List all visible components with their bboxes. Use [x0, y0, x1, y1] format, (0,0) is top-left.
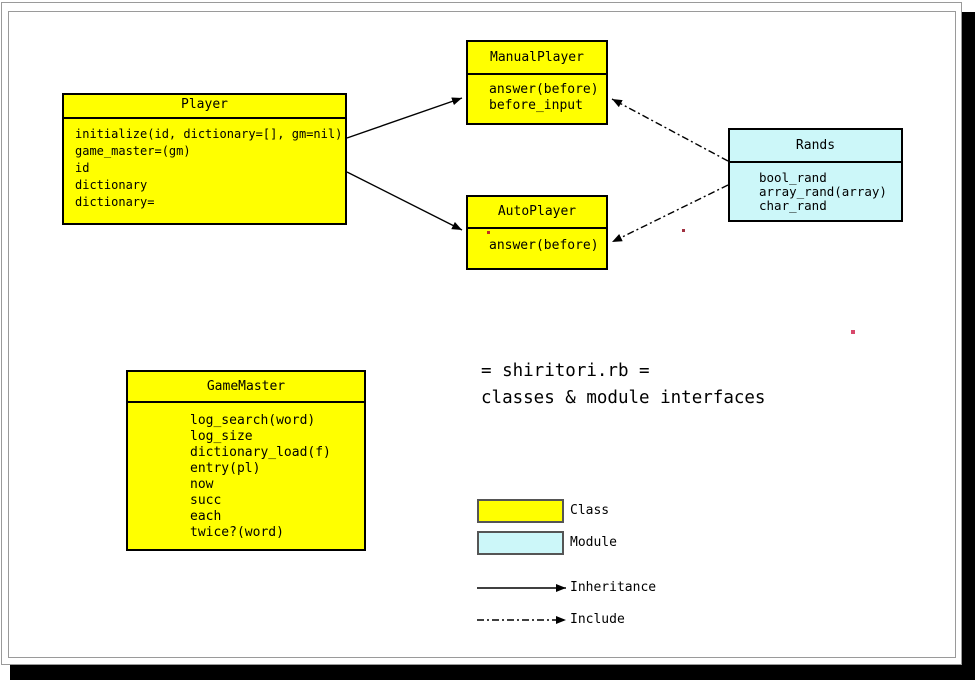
- class-box-player: Player initialize(id, dictionary=[], gm=…: [62, 93, 347, 225]
- legend-module-swatch: [477, 531, 564, 555]
- class-title: Player: [64, 95, 345, 119]
- method-label: before_input: [489, 98, 583, 113]
- method-label: array_rand(array): [759, 184, 887, 199]
- legend-inheritance-label: Inheritance: [570, 580, 657, 595]
- method-label: now: [190, 477, 214, 492]
- method-label: char_rand: [759, 198, 827, 213]
- class-methods: initialize(id, dictionary=[], gm=nil) ga…: [64, 119, 345, 211]
- class-methods: answer(before) before_input: [468, 75, 606, 114]
- module-box-rands: Rands bool_rand array_rand(array) char_r…: [728, 128, 903, 222]
- diagram-title: = shiritori.rb = classes & module interfa…: [481, 358, 765, 412]
- class-methods: answer(before): [468, 229, 606, 254]
- artifact-dot: [487, 231, 490, 234]
- method-label: game_master=(gm): [75, 144, 191, 158]
- method-label: initialize(id, dictionary=[], gm=nil): [75, 127, 343, 141]
- class-box-autoplayer: AutoPlayer answer(before): [466, 195, 608, 270]
- legend-include-label: Include: [570, 612, 625, 627]
- legend-module-label: Module: [570, 535, 617, 550]
- method-label: dictionary: [75, 178, 148, 192]
- method-label: entry(pl): [190, 461, 261, 476]
- method-label: answer(before): [489, 238, 599, 253]
- method-label: bool_rand: [759, 170, 827, 185]
- class-title: AutoPlayer: [468, 197, 606, 229]
- diagram-title-line2: classes & module interfaces: [481, 388, 766, 408]
- artifact-dot: [682, 229, 685, 232]
- method-label: succ: [190, 493, 222, 508]
- class-title: ManualPlayer: [468, 42, 606, 75]
- method-label: dictionary_load(f): [190, 445, 331, 460]
- method-label: twice?(word): [190, 525, 284, 540]
- class-box-gamemaster: GameMaster log_search(word) log_size dic…: [126, 370, 366, 551]
- class-title: GameMaster: [128, 372, 364, 403]
- diagram-title-line1: = shiritori.rb =: [481, 361, 650, 381]
- method-label: id: [75, 161, 90, 175]
- module-methods: bool_rand array_rand(array) char_rand: [730, 163, 901, 213]
- method-label: dictionary=: [75, 195, 155, 209]
- legend-class-label: Class: [570, 503, 610, 518]
- method-label: answer(before): [489, 82, 599, 97]
- class-methods: log_search(word) log_size dictionary_loa…: [128, 403, 364, 541]
- method-label: each: [190, 509, 222, 524]
- class-box-manualplayer: ManualPlayer answer(before) before_input: [466, 40, 608, 125]
- module-title: Rands: [730, 130, 901, 163]
- method-label: log_search(word): [190, 413, 316, 428]
- legend-class-swatch: [477, 499, 564, 523]
- artifact-dot: [851, 330, 855, 334]
- method-label: log_size: [190, 429, 253, 444]
